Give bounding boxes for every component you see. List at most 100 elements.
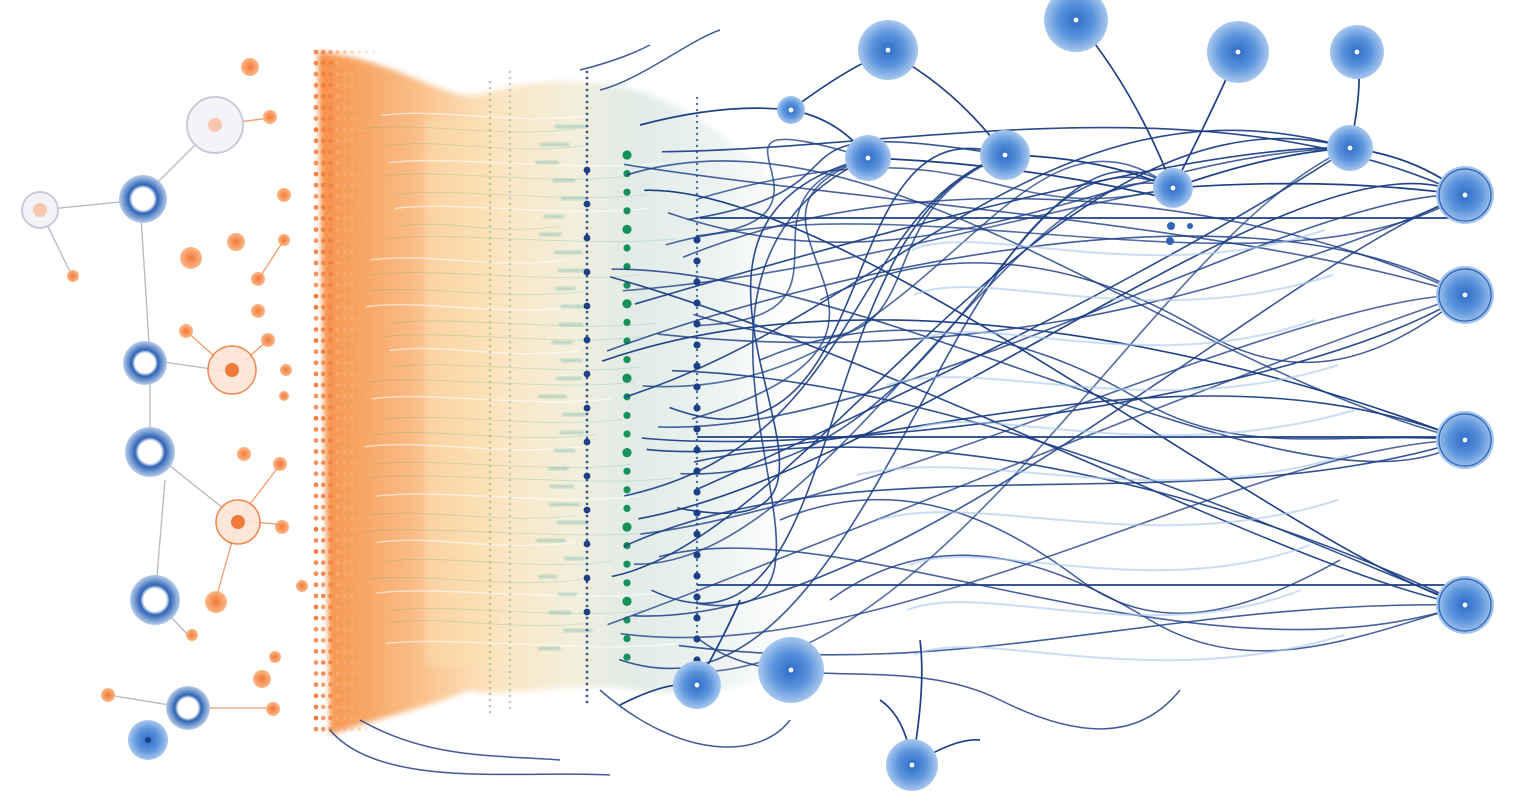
connection-line [579,44,651,71]
grid-dot [342,227,347,232]
grid-dot [335,560,340,565]
grid-dot [328,493,333,499]
grid-dot [328,527,333,532]
grid-dot [328,382,333,388]
grid-dot [328,471,333,476]
grid-dot [328,183,333,188]
sage-dot [508,424,512,428]
grid-dot [342,516,347,521]
navy-dot [585,496,589,500]
navy-dot [695,564,699,568]
grid-dot [372,183,376,187]
sage-dot [508,412,512,416]
grid-dot [320,116,326,121]
grid-dot [320,571,326,576]
grid-dot [372,427,376,431]
green-node [623,486,631,494]
sage-dot [488,620,492,624]
grid-dot [335,238,340,243]
sage-dot [488,428,492,432]
navy-dot [585,550,589,554]
grid-dot [328,316,333,321]
sage-dot [488,206,492,210]
grid-dot [357,50,361,54]
grid-dot [335,194,340,199]
sage-dot [508,670,512,674]
grid-dot [372,128,376,132]
grid-dot [342,494,347,498]
grid-dot [342,482,347,487]
sage-dot [488,278,492,282]
sage-dot [488,362,492,366]
sage-dot [488,224,492,228]
sage-dot [488,614,492,618]
navy-dot [695,462,699,466]
navy-dot [585,382,589,386]
network-edge [139,199,151,361]
grid-dot [364,327,368,332]
grid-dot [313,349,319,355]
grid-dot [372,161,376,165]
navy-dot [695,102,699,106]
grid-dot [364,649,368,653]
grid-dot [350,338,354,343]
grid-dot [357,239,361,243]
navy-dot [695,348,699,352]
navy-node [693,257,701,265]
grid-dot [313,515,319,521]
grid-dot [372,294,376,298]
grid-dot [320,338,326,343]
grid-dot [328,249,333,254]
grid-dot [320,293,326,299]
grid-dot [335,505,340,510]
grid-dot [372,83,376,87]
teal-dash [553,449,576,452]
navy-dot [585,460,589,464]
grid-dot [335,516,340,521]
navy-dot [585,598,589,602]
sage-dot [508,532,512,536]
grid-dot [350,427,354,432]
blue-node-ring [1438,578,1492,632]
grid-dot [342,338,347,343]
grid-dot [372,339,376,343]
sage-dot [488,656,492,660]
sage-dot [508,226,512,230]
grid-dot [313,82,319,88]
grid-dot [320,615,326,621]
grid-dot [342,693,347,698]
sage-dot [508,388,512,392]
grid-dot [342,72,347,77]
navy-dot [585,208,589,212]
sage-dot [488,158,492,162]
grid-dot [364,194,368,198]
grid-dot [364,638,368,642]
navy-dot [585,76,589,80]
grid-dot [364,394,368,398]
navy-dot [585,526,589,530]
navy-dot [585,592,589,596]
green-node [622,373,632,383]
connection-line [644,189,1466,606]
sage-dot [508,130,512,134]
orange-node-icon [253,670,271,688]
blue-node-ring [1438,168,1492,222]
grid-dot [335,160,340,166]
grid-dot [313,382,319,388]
ring-node-hole [135,353,155,373]
navy-dot [695,372,699,376]
sage-dot [488,128,492,132]
network-edge [257,239,285,281]
grid-dot [350,727,354,731]
grid-dot [364,83,368,87]
green-node [623,467,631,475]
band-streak [396,191,647,199]
faint-wisp [886,364,1339,392]
sage-dot [508,298,512,302]
sage-dot [508,478,512,482]
connection-line [697,166,1174,200]
grid-dot [357,338,361,343]
grid-dot [328,238,333,243]
grid-dot [357,227,361,232]
navy-dot [695,630,699,634]
